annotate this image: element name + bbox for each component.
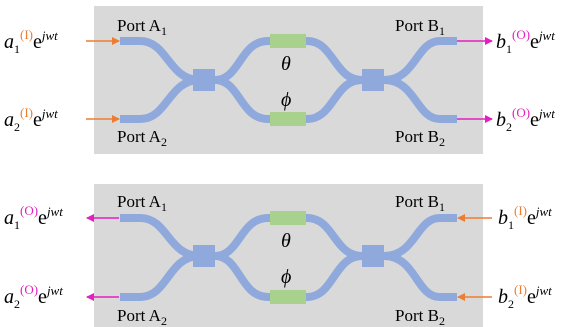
bottom-phase-label-theta: θ bbox=[281, 230, 291, 252]
top-phase-label-phi: ϕ bbox=[281, 89, 291, 111]
bottom-phase-shifter-lower bbox=[270, 290, 306, 304]
bottom-waveguides bbox=[120, 214, 457, 301]
top-phase-shifter-upper bbox=[270, 34, 306, 48]
top-port-b1-label: Port B1 bbox=[395, 16, 445, 38]
top-phase-label-theta: θ bbox=[281, 53, 291, 75]
top-signal-a2: a2(I)ejwt bbox=[4, 105, 58, 134]
top-phase-shifter-lower bbox=[270, 112, 306, 126]
bottom-phase-label-phi: ϕ bbox=[281, 266, 291, 288]
bottom-waveguide-b2 bbox=[383, 252, 457, 301]
top-coupler-right bbox=[362, 69, 384, 91]
bottom-waveguide-a2 bbox=[120, 252, 201, 301]
top-port-a2-label: Port A2 bbox=[117, 127, 167, 149]
top-signal-b1: b1(O)ejwt bbox=[496, 27, 555, 56]
bottom-port-a1-label: Port A1 bbox=[117, 192, 167, 214]
bottom-phase-shifter-upper bbox=[270, 211, 306, 225]
top-panel-background bbox=[94, 6, 483, 154]
top-waveguide-b2 bbox=[383, 76, 457, 123]
top-port-b2-label: Port B2 bbox=[395, 127, 445, 149]
bottom-panel: θ ϕ Port A1 Port A2 Port B1 Port B2 a1(O… bbox=[4, 184, 552, 327]
bottom-signal-a2: a2(O)ejwt bbox=[4, 282, 63, 311]
bottom-coupler-right bbox=[362, 245, 384, 267]
top-signal-a1: a1(I)ejwt bbox=[4, 27, 58, 56]
top-coupler-left bbox=[193, 69, 215, 91]
bottom-port-b1-label: Port B1 bbox=[395, 192, 445, 214]
bottom-signal-b1: b1(I)ejwt bbox=[498, 203, 552, 232]
top-signal-b2: b2(O)ejwt bbox=[496, 105, 555, 134]
top-port-a1-label: Port A1 bbox=[117, 16, 167, 38]
bottom-port-a2-label: Port A2 bbox=[117, 306, 167, 327]
bottom-coupler-left bbox=[193, 245, 215, 267]
bottom-signal-b2: b2(I)ejwt bbox=[498, 282, 552, 311]
top-waveguide-a2 bbox=[120, 76, 201, 123]
top-panel: θ ϕ Port A1 Port A2 Port B1 Port B2 a1(I… bbox=[4, 6, 555, 154]
bottom-signal-a1: a1(O)ejwt bbox=[4, 203, 63, 232]
bottom-port-b2-label: Port B2 bbox=[395, 306, 445, 327]
